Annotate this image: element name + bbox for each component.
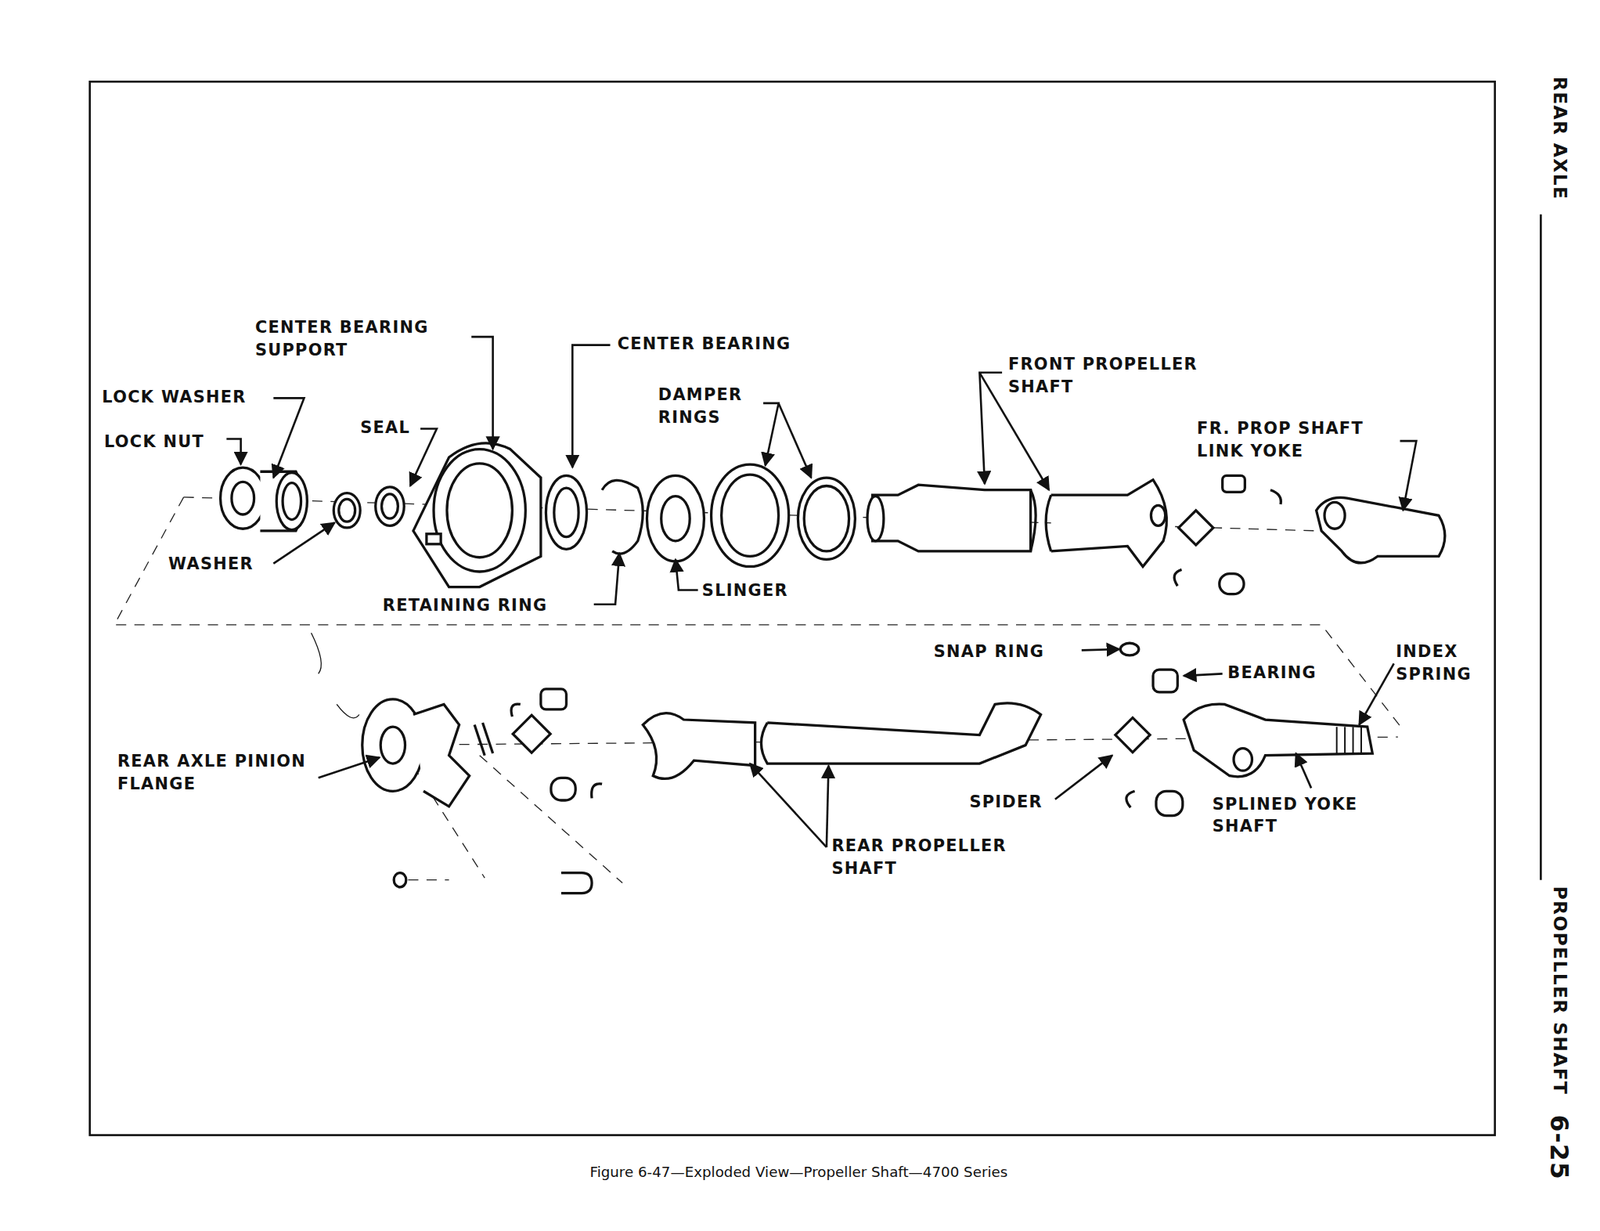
part-label: SLINGER xyxy=(702,579,789,602)
page-number: 6-25 xyxy=(1545,1113,1575,1180)
part-label: SPLINED YOKE SHAFT xyxy=(1212,792,1391,838)
section-tab: REAR AXLE xyxy=(1549,76,1572,200)
part-label: FRONT PROPELLER SHAFT xyxy=(1008,353,1228,398)
part-label: CENTER BEARING SUPPORT xyxy=(255,316,460,361)
part-label: SNAP RING xyxy=(933,641,1045,664)
part-label: LOCK NUT xyxy=(104,430,205,454)
part-label: SPIDER xyxy=(969,790,1043,814)
part-label: INDEX SPRING xyxy=(1395,641,1498,686)
part-label: RETAINING RING xyxy=(382,594,548,617)
figure-caption: Figure 6-47—Exploded View—Propeller Shaf… xyxy=(589,1163,1008,1180)
part-label: DAMPER RINGS xyxy=(658,383,771,429)
part-label: REAR PROPELLER SHAFT xyxy=(831,834,1051,880)
part-label: SEAL xyxy=(360,416,411,440)
part-label: BEARING xyxy=(1227,661,1317,685)
part-label: FR. PROP SHAFT LINK YOKE xyxy=(1196,417,1402,462)
section-tab: PROPELLER SHAFT xyxy=(1549,885,1572,1095)
part-label: WASHER xyxy=(168,553,254,577)
part-label: LOCK WASHER xyxy=(101,385,246,409)
part-label: REAR AXLE PINION FLANGE xyxy=(117,749,317,795)
part-label: CENTER BEARING xyxy=(617,332,792,356)
